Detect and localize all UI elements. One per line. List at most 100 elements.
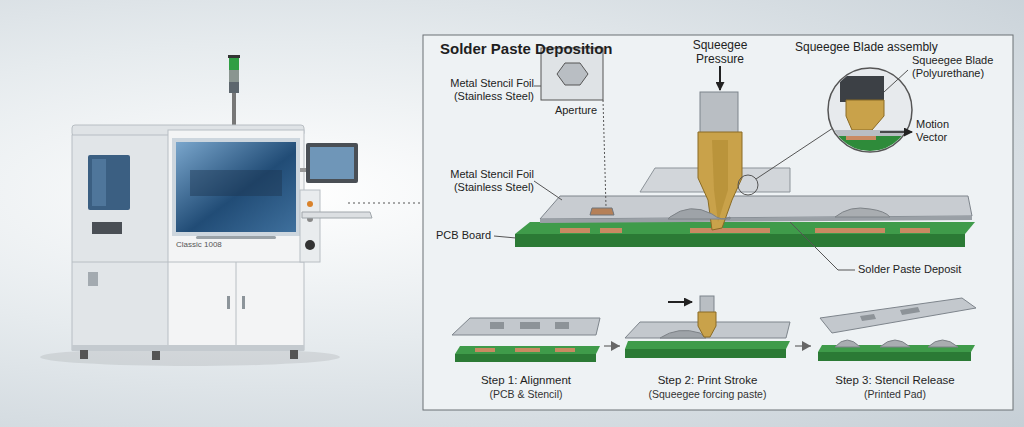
copper-pad <box>560 228 590 233</box>
diagram-panel <box>423 35 1013 410</box>
stencil-foil <box>452 318 600 335</box>
flow-arrow <box>604 345 620 346</box>
pcb-top <box>515 222 975 234</box>
side-window <box>88 155 130 210</box>
side-latch <box>88 272 98 286</box>
squeegee-holder <box>700 296 714 314</box>
step-panel: Step 2: Print Stroke(Squeegee forcing pa… <box>620 290 795 402</box>
leader-line <box>534 181 562 200</box>
motion-arrow <box>880 131 912 133</box>
part-label: Squeegee Blade (Polyurethane) <box>912 54 1008 80</box>
part-label: Metal Stencil Foil (Stainless Steel) <box>434 77 534 103</box>
blade-shade <box>712 140 728 222</box>
paste-deposit <box>880 340 910 347</box>
side-panel <box>92 222 122 234</box>
stencil-aperture <box>490 322 504 329</box>
copper-pad <box>475 348 495 352</box>
part-label: PCB Board <box>436 229 496 242</box>
pressure-arrow <box>719 66 721 90</box>
stroke-arrow <box>668 301 692 303</box>
copper-pad <box>815 228 885 233</box>
solder-paste-roll <box>668 209 730 219</box>
blade-detail <box>846 100 884 130</box>
step-title: Step 2: Print Stroke <box>658 373 758 388</box>
copper-pad <box>690 228 770 233</box>
stencil-foil <box>820 298 976 333</box>
part-label: Squeegee Blade assembly <box>795 40 970 54</box>
window-frame <box>172 138 300 236</box>
inner-mechanism <box>190 170 282 196</box>
leader-line <box>884 70 908 92</box>
part-label: Solder Paste Deposit <box>858 263 998 276</box>
step-subtitle: (Printed Pad) <box>864 388 926 402</box>
step-subtitle: (Squeegee forcing paste) <box>649 388 767 402</box>
pcb-front <box>455 354 596 362</box>
aperture-hexagon <box>557 63 588 85</box>
blade-holder <box>840 76 884 102</box>
leader-line <box>348 203 423 204</box>
stencil-aperture <box>590 208 614 215</box>
tower-light <box>229 58 239 70</box>
stencil-edge <box>540 216 972 223</box>
diagram-title: Solder Paste Deposition <box>440 40 613 58</box>
solder-paste <box>835 208 890 217</box>
monitor-screen <box>310 147 354 179</box>
step-panel: Step 1: Alignment(PCB & Stencil) <box>448 290 604 402</box>
front-window <box>176 142 296 232</box>
machine-foot <box>80 350 88 359</box>
step-title: Step 1: Alignment <box>481 373 571 388</box>
zoom-content <box>820 76 930 156</box>
machine-front <box>168 130 304 350</box>
copper-pad <box>600 228 622 233</box>
pcb-front <box>515 234 965 247</box>
copper-pad <box>515 348 540 352</box>
pcb-top <box>455 346 600 354</box>
stencil-aperture <box>900 307 920 315</box>
tower-light <box>229 82 239 93</box>
part-label: Aperture <box>542 104 610 117</box>
leader-line <box>603 100 606 207</box>
stencil-detail <box>820 130 930 136</box>
panel-seam <box>72 262 170 263</box>
control-panel <box>300 190 320 262</box>
emergency-knob <box>305 240 315 250</box>
stencil-aperture <box>520 322 540 329</box>
monitor <box>306 143 358 183</box>
zoom-marker <box>738 175 758 195</box>
door-handle <box>227 296 230 309</box>
zoom-circle <box>828 68 912 152</box>
door-handle <box>242 296 245 309</box>
leader-line <box>756 128 833 179</box>
leader-line <box>494 236 516 238</box>
tower-cap <box>228 55 240 58</box>
pcb-front <box>625 349 786 358</box>
model-name: Classic 1008 <box>176 240 246 250</box>
stencil-aperture <box>860 314 876 321</box>
step-subtitle: (PCB & Stencil) <box>490 388 563 402</box>
solder-paste <box>660 330 706 338</box>
leader-line <box>790 222 855 270</box>
part-label: Metal Stencil Foil (Stainless Steel) <box>434 168 534 194</box>
force-label: Squeegee Pressure <box>686 38 754 67</box>
tower-pole <box>232 92 236 128</box>
copper-pad <box>900 228 930 233</box>
step-title: Step 3: Stencil Release <box>835 373 955 388</box>
machine-foot <box>152 351 160 360</box>
stencil-aperture <box>555 322 569 329</box>
tower-light <box>229 70 239 82</box>
squeegee-blade <box>698 312 716 337</box>
motion-label: Motion Vector <box>916 118 970 144</box>
stencil-foil <box>540 196 972 219</box>
machine-side <box>72 135 170 350</box>
flow-arrow <box>795 345 811 346</box>
copper-pad <box>555 348 575 352</box>
pad-detail <box>846 136 876 140</box>
squeegee-holder <box>700 92 738 137</box>
window-glare <box>92 159 106 206</box>
machine-base <box>72 345 304 351</box>
window-handle <box>196 236 276 239</box>
conveyor-shelf <box>302 212 372 218</box>
machine-foot <box>290 350 298 359</box>
